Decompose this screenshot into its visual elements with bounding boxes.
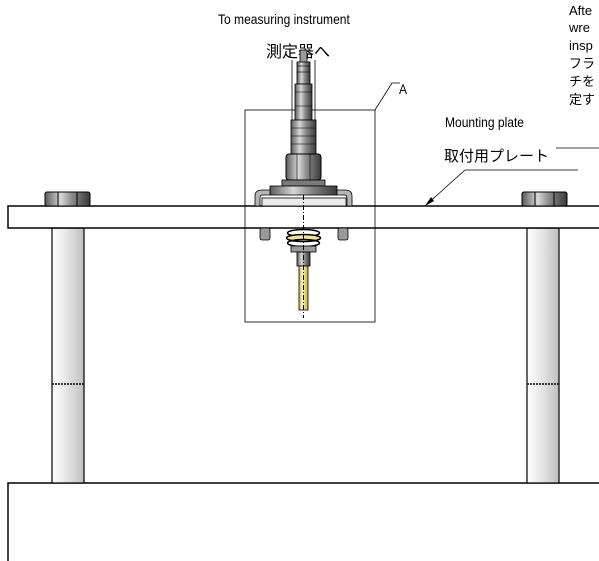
measuring-instrument-label-en: To measuring instrument xyxy=(218,11,350,27)
sensor-assembly xyxy=(254,49,353,318)
note-line: フラ xyxy=(569,56,596,71)
note-line: insp xyxy=(569,38,593,53)
detail-a-label: A xyxy=(399,81,408,97)
left-bolt-head xyxy=(44,191,91,207)
mounting-plate-label-en: Mounting plate xyxy=(445,114,524,130)
left-support-column xyxy=(51,227,85,484)
mounting-plate-label-jp: 取付用プレート xyxy=(444,147,550,165)
note-line: Afte xyxy=(569,3,593,18)
measuring-instrument-label-jp: 測定器へ xyxy=(266,42,331,61)
right-support-column xyxy=(526,227,560,484)
note-line: 定す xyxy=(569,92,596,107)
mounting-plate-leader xyxy=(424,169,578,207)
note-line: wre xyxy=(569,20,590,35)
right-bolt-head xyxy=(521,191,568,207)
note-line: チを xyxy=(569,74,596,89)
base-block xyxy=(7,482,599,561)
